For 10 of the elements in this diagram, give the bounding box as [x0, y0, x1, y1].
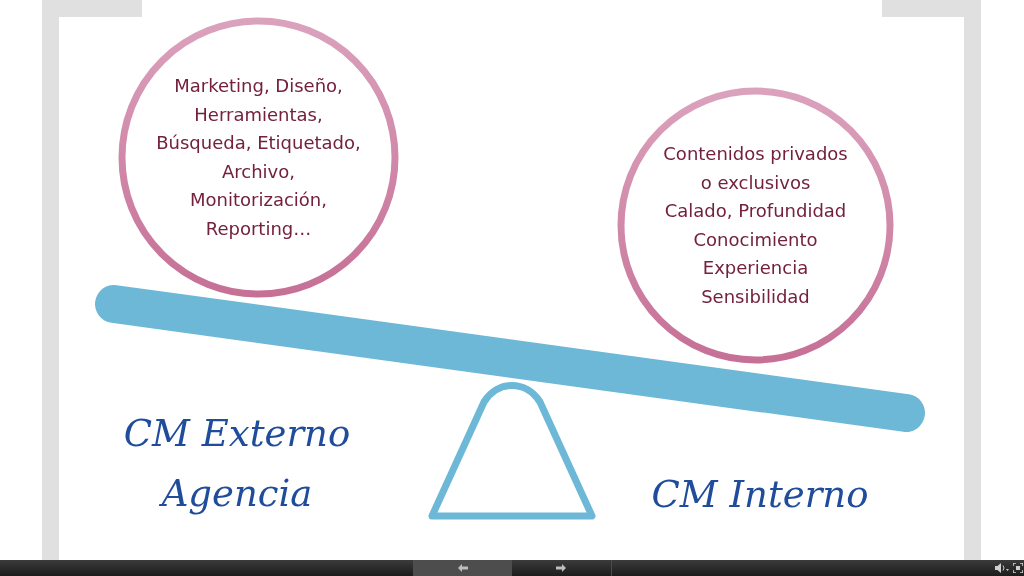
side-heading: CM Externo Agencia	[122, 411, 352, 517]
circle-text: Experiencia	[701, 256, 810, 280]
circle-shape	[118, 17, 399, 298]
circle-text: Sensibilidad	[700, 284, 811, 309]
circle-text: Contenidos privados o exclusivos	[662, 142, 849, 195]
circle-shape	[617, 87, 894, 364]
side-heading: CM Interno	[650, 472, 870, 518]
circle-text: Marketing, Diseño, Herramientas, Búsqueda, Etiquetado, Archivo, Monitorización, Reporting…	[155, 74, 362, 241]
circle-text: Calado, Profundidad	[663, 199, 848, 223]
circle-text: Conocimiento	[692, 227, 819, 252]
